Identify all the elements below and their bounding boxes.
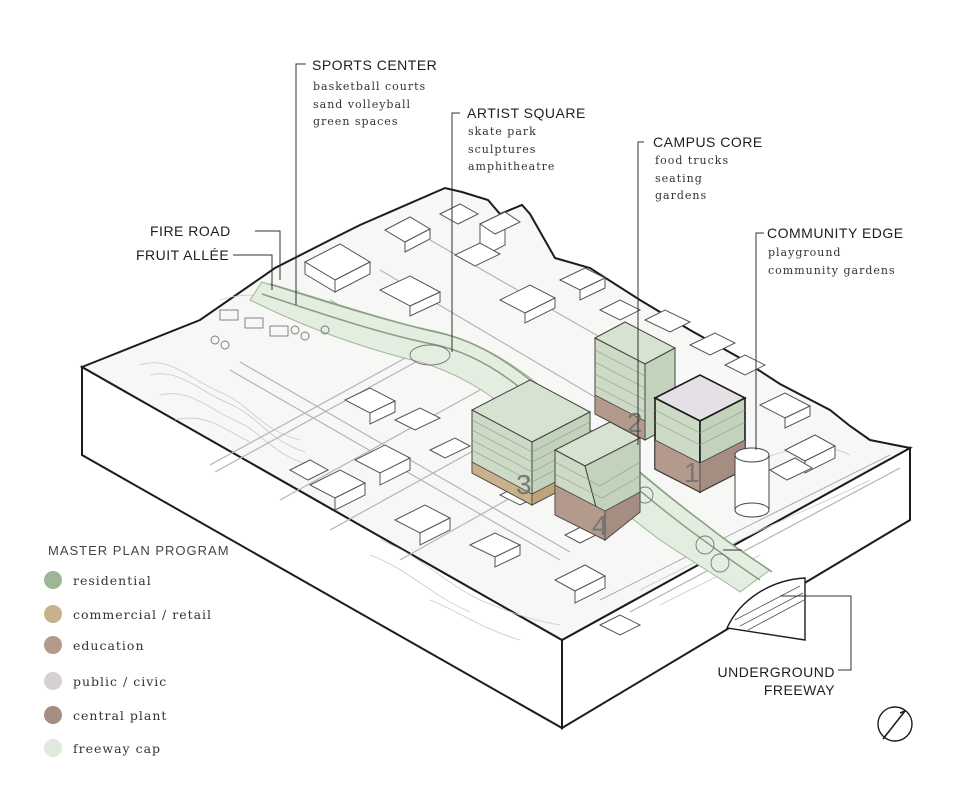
artist-square-items: skate park sculptures amphitheatre <box>468 123 555 176</box>
sports-center-title: SPORTS CENTER <box>312 57 438 73</box>
artist-square-item: sculptures <box>468 142 537 156</box>
fire-road-label: FIRE ROAD <box>150 223 231 239</box>
legend-swatch <box>44 739 62 757</box>
legend-item-central-plant: central plant <box>44 704 167 726</box>
legend-item-public-civic: public / civic <box>44 670 167 692</box>
legend-swatch <box>44 706 62 724</box>
community-edge-item: playground <box>768 246 842 259</box>
campus-core-item: food trucks <box>655 154 730 167</box>
artist-square-item: skate park <box>468 125 537 138</box>
legend-label: commercial / retail <box>73 606 213 622</box>
legend-item-education: education <box>44 634 145 656</box>
building-2-label: 2 <box>627 407 643 438</box>
building-4-label: 4 <box>592 510 608 541</box>
context-buildings <box>288 203 837 636</box>
campus-core-items: food trucks seating gardens <box>655 152 729 205</box>
underground-freeway-section <box>725 577 806 641</box>
fruit-allee-label: FRUIT ALLÉE <box>136 247 230 263</box>
central-plant-silo <box>734 447 770 518</box>
legend-swatch <box>44 605 62 623</box>
legend-label: public / civic <box>73 673 168 689</box>
community-edge-title: COMMUNITY EDGE <box>767 225 904 241</box>
building-1 <box>653 374 747 494</box>
community-edge-items: playground community gardens <box>768 244 896 279</box>
underground-freeway-line1: UNDERGROUND <box>717 664 835 680</box>
sports-center-item: sand volleyball <box>313 97 412 111</box>
north-arrow-icon <box>877 706 913 742</box>
building-number-labels: 1 2 3 4 <box>516 407 700 541</box>
legend-item-residential: residential <box>44 569 152 591</box>
artist-square-title: ARTIST SQUARE <box>467 105 586 121</box>
legend-label: freeway cap <box>73 740 162 756</box>
legend-label: central plant <box>73 707 168 723</box>
legend-item-commercial-retail: commercial / retail <box>44 603 212 625</box>
sports-center-item: green spaces <box>313 115 399 128</box>
community-edge-item: community gardens <box>768 263 896 277</box>
building-2 <box>593 321 677 441</box>
legend-label: education <box>73 637 145 653</box>
legend-label: residential <box>73 572 152 588</box>
legend-swatch <box>44 571 62 589</box>
legend-swatch <box>44 636 62 654</box>
sports-center-item: basketball courts <box>313 80 427 93</box>
campus-core-item: seating <box>655 171 703 185</box>
building-3-label: 3 <box>516 469 532 500</box>
building-4 <box>553 421 642 541</box>
legend-item-freeway-cap: freeway cap <box>44 737 161 759</box>
legend-swatch <box>44 672 62 690</box>
campus-core-item: gardens <box>655 189 708 202</box>
plaza-details <box>210 309 730 573</box>
campus-core-title: CAMPUS CORE <box>653 134 763 150</box>
leader-lines <box>233 63 852 671</box>
sports-center-items: basketball courts sand volleyball green … <box>313 78 426 131</box>
artist-square-item: amphitheatre <box>468 160 556 173</box>
building-1-label: 1 <box>684 457 700 488</box>
underground-freeway-label: UNDERGROUND FREEWAY <box>718 663 836 699</box>
underground-freeway-line2: FREEWAY <box>763 682 835 698</box>
legend-title: MASTER PLAN PROGRAM <box>48 543 230 558</box>
